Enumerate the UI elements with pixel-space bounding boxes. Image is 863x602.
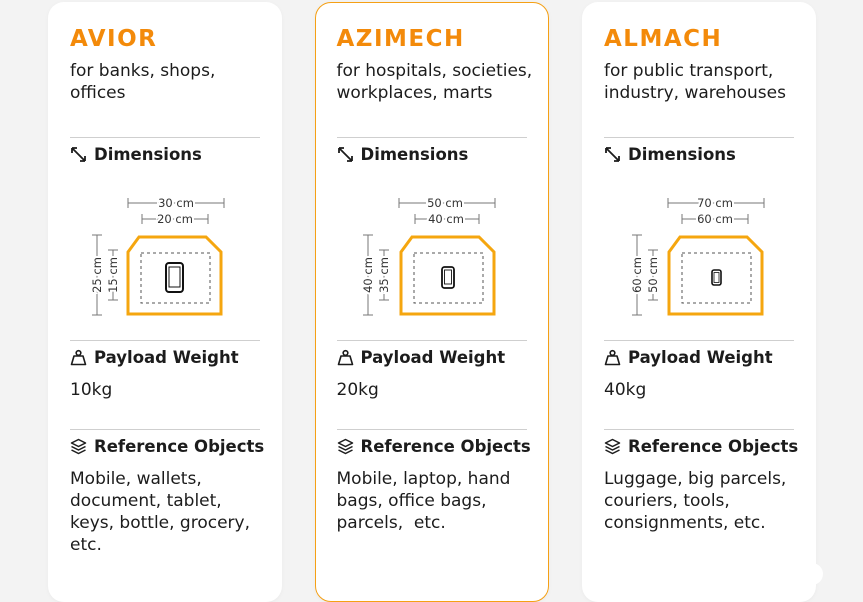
robot-compartment-shape: [399, 235, 495, 315]
robot-compartment-shape: [667, 235, 764, 316]
resize-arrows-icon: [71, 147, 86, 162]
divider: [70, 340, 260, 341]
dimensions-heading: Dimensions: [337, 144, 469, 164]
dimensions-label: Dimensions: [94, 145, 202, 164]
scroll-to-top-button[interactable]: [801, 563, 823, 585]
objects-label: Reference Objects: [628, 437, 799, 456]
card-subtitle: for public transport, industry, warehous…: [604, 61, 786, 103]
inner-box-outline: [413, 252, 483, 303]
mobile-phone-icon: [165, 262, 184, 293]
inner-width-label: 60 cm: [697, 212, 733, 226]
product-card-almach: ALMACH for public transport, industry, w…: [582, 2, 816, 602]
inner-box-outline: [681, 252, 752, 304]
dimensions-diagram: 70 cm 60 cm 60 cm 50 cm: [628, 194, 765, 316]
payload-label: Payload Weight: [628, 348, 773, 367]
payload-label: Payload Weight: [360, 347, 506, 367]
weight-icon: [337, 349, 353, 365]
inner-box-outline: [140, 252, 211, 304]
divider: [70, 137, 260, 138]
payload-value: 40kg: [604, 380, 647, 400]
payload-heading: Payload Weight: [70, 348, 239, 367]
dimensions-label: Dimensions: [360, 144, 469, 164]
payload-heading: Payload Weight: [337, 347, 506, 367]
divider: [604, 137, 794, 138]
objects-label: Reference Objects: [94, 437, 265, 456]
robot-compartment-shape: [126, 235, 223, 316]
dimensions-heading: Dimensions: [604, 145, 736, 164]
inner-width-label: 20 cm: [157, 212, 193, 226]
outer-width-label: 30 cm: [158, 196, 194, 210]
outer-width-label: 70 cm: [697, 196, 733, 210]
inner-height-label: 15 cm: [106, 257, 120, 293]
dimensions-diagram: 30 cm 20 cm 25 cm 15 cm: [88, 194, 225, 316]
weight-icon: [70, 349, 87, 366]
product-card-azimech: AZIMECH for hospitals, societies, workpl…: [315, 2, 549, 602]
resize-arrows-icon: [337, 146, 353, 162]
objects-heading: Reference Objects: [604, 437, 798, 456]
objects-value: Luggage, big parcels, couriers, tools, c…: [604, 469, 787, 533]
divider: [336, 339, 527, 341]
dimensions-diagram: 50 cm 40 cm 40 cm 35 cm: [359, 194, 495, 315]
resize-arrows-icon: [605, 147, 620, 162]
mobile-phone-icon: [711, 269, 722, 286]
objects-heading: Reference Objects: [70, 437, 264, 456]
inner-height-label: 50 cm: [646, 257, 660, 293]
card-title: AVIOR: [70, 26, 158, 52]
outer-height-label: 40 cm: [361, 257, 375, 293]
weight-icon: [604, 349, 621, 366]
card-title: AZIMECH: [336, 25, 465, 52]
dimensions-heading: Dimensions: [70, 145, 202, 164]
inner-width-label: 40 cm: [428, 212, 464, 226]
divider: [336, 428, 527, 430]
dimensions-label: Dimensions: [628, 145, 736, 164]
card-subtitle: for hospitals, societies, workplaces, ma…: [336, 60, 533, 103]
layers-icon: [337, 438, 353, 454]
payload-heading: Payload Weight: [604, 348, 773, 367]
objects-value: Mobile, wallets, document, tablet, keys,…: [70, 469, 251, 555]
payload-value: 10kg: [70, 380, 113, 400]
divider: [70, 429, 260, 430]
outer-height-label: 60 cm: [630, 257, 644, 293]
layers-icon: [70, 438, 87, 455]
objects-label: Reference Objects: [360, 436, 531, 456]
payload-label: Payload Weight: [94, 348, 239, 367]
divider: [604, 340, 794, 341]
divider: [604, 429, 794, 430]
mobile-phone-icon: [440, 265, 455, 289]
outer-height-label: 25 cm: [90, 257, 104, 293]
inner-height-label: 35 cm: [377, 257, 391, 293]
product-card-avior: AVIOR for banks, shops, offices Dimensio…: [48, 2, 282, 602]
objects-heading: Reference Objects: [337, 437, 531, 456]
card-subtitle: for banks, shops, offices: [70, 61, 216, 103]
outer-width-label: 50 cm: [427, 196, 463, 210]
divider: [336, 136, 527, 138]
objects-value: Mobile, laptop, hand bags, office bags, …: [336, 468, 516, 533]
card-title: ALMACH: [604, 26, 723, 52]
layers-icon: [604, 438, 621, 455]
payload-value: 20kg: [336, 379, 379, 400]
